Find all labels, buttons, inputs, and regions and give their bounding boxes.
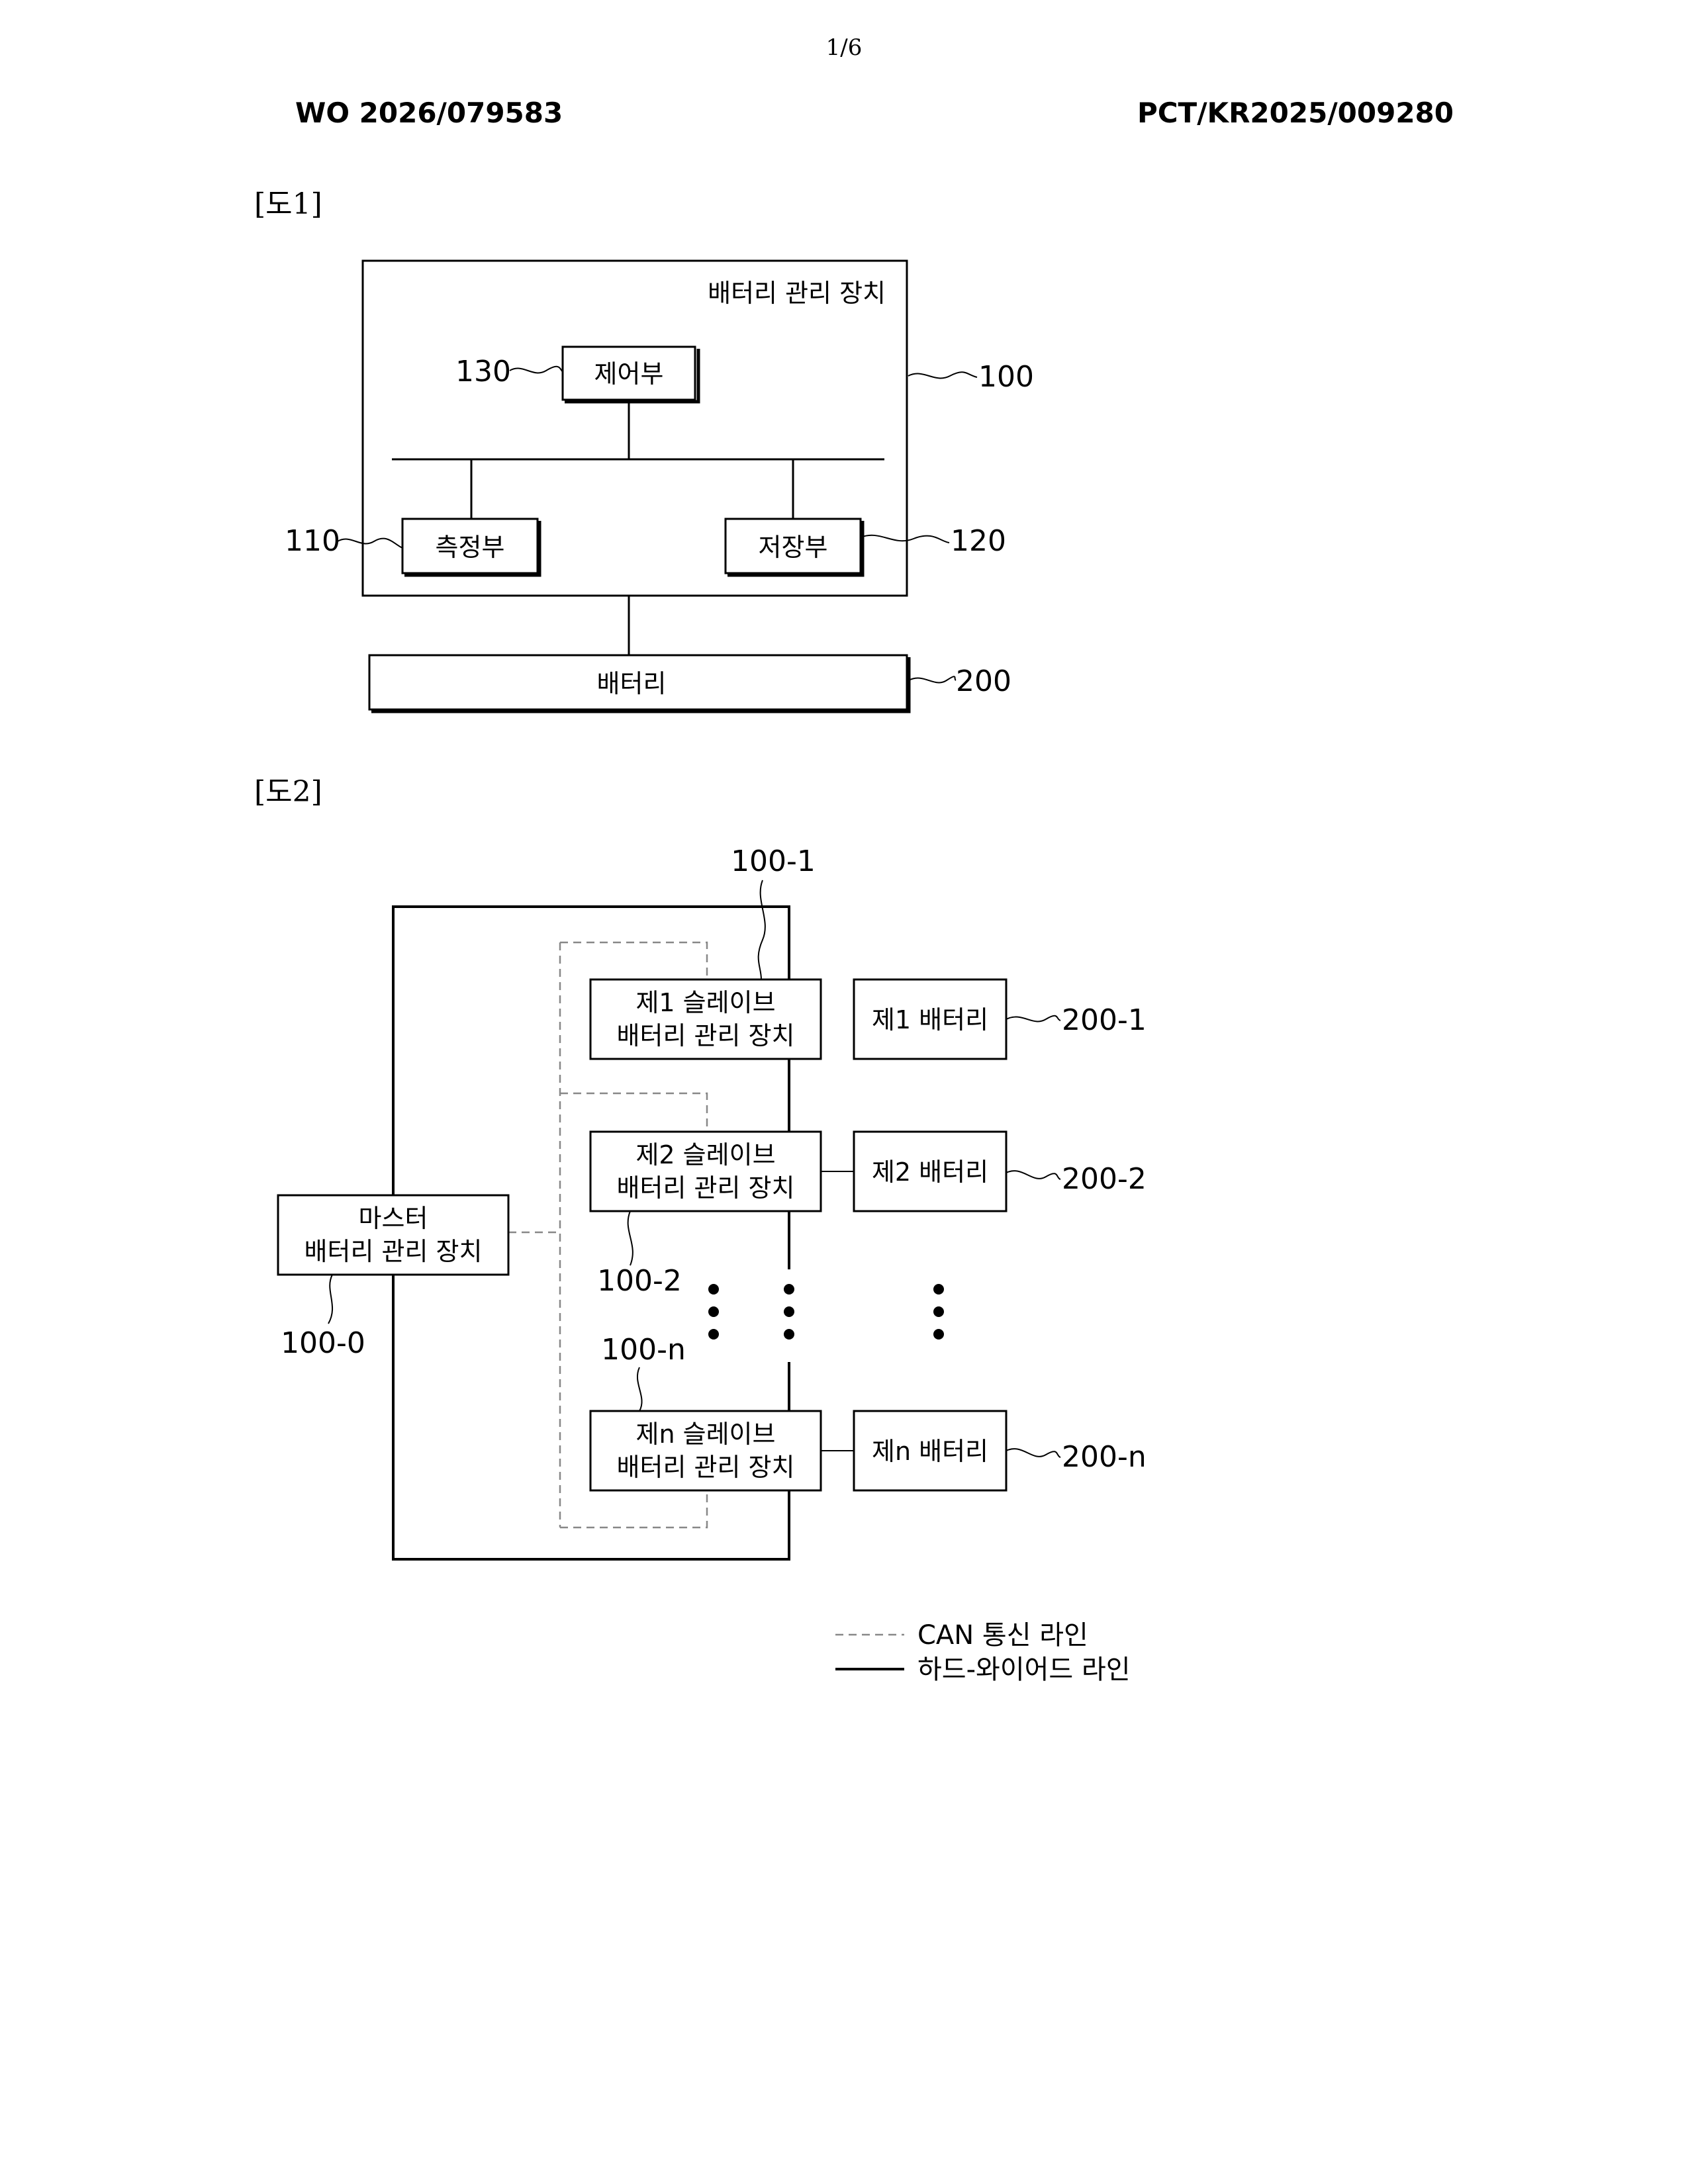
battery-1-label: 제1 배터리: [872, 1005, 988, 1034]
ref-120: 120: [951, 524, 1006, 558]
leader-100-0: [328, 1275, 332, 1324]
dot: [784, 1306, 794, 1317]
slave-n-line-2: 배터리 관리 장치: [617, 1453, 795, 1482]
master-line-1: 마스터: [359, 1204, 428, 1233]
ref-200-2: 200-2: [1062, 1162, 1147, 1196]
battery-label: 배터리: [597, 669, 667, 698]
measurement-unit-label: 측정부: [436, 533, 505, 562]
dot: [708, 1284, 719, 1295]
ref-130: 130: [455, 355, 511, 388]
slave-2-line-1: 제2 슬레이브: [635, 1140, 775, 1169]
ellipsis-dots: [708, 1284, 944, 1340]
dot: [933, 1329, 944, 1340]
slave-1-line-2: 배터리 관리 장치: [617, 1021, 795, 1050]
leader-100: [908, 372, 977, 378]
figure-1: 배터리 관리 장치 제어부 측정부 저장부 배터리 130 100 110 12…: [285, 261, 1034, 711]
leader-100-2: [628, 1211, 633, 1265]
ref-200: 200: [956, 664, 1011, 698]
legend-can-label: CAN 통신 라인: [917, 1620, 1088, 1651]
can-line-slave-1: [560, 942, 707, 978]
dot: [784, 1284, 794, 1295]
legend: CAN 통신 라인 하드-와이어드 라인: [835, 1620, 1131, 1685]
control-unit-label: 제어부: [594, 359, 664, 388]
leader-120: [861, 535, 949, 543]
dot: [784, 1329, 794, 1340]
dot: [708, 1329, 719, 1340]
ref-100: 100: [978, 360, 1034, 394]
slave-1-line-1: 제1 슬레이브: [635, 988, 775, 1017]
leader-100-1: [759, 880, 765, 979]
can-line-slave-n: [560, 1489, 707, 1527]
ref-100-0: 100-0: [281, 1326, 365, 1360]
figure-2: 마스터 배터리 관리 장치 제1 슬레이브 배터리 관리 장치 제2 슬레이브 …: [278, 844, 1147, 1685]
leader-200-1: [1006, 1016, 1060, 1022]
leader-200-2: [1006, 1171, 1060, 1179]
can-line-slave-2: [560, 1093, 707, 1130]
device-title: 배터리 관리 장치: [708, 279, 886, 308]
slave-n-line-1: 제n 슬레이브: [636, 1420, 776, 1449]
battery-2-label: 제2 배터리: [872, 1158, 988, 1187]
ref-200-1: 200-1: [1062, 1003, 1147, 1037]
leader-200: [909, 676, 956, 682]
ref-100-2: 100-2: [597, 1264, 682, 1298]
dot: [708, 1306, 719, 1317]
battery-n-label: 제n 배터리: [872, 1437, 988, 1466]
ref-100-1: 100-1: [731, 844, 816, 878]
master-line-2: 배터리 관리 장치: [305, 1237, 483, 1266]
leader-110: [338, 539, 402, 548]
ref-100-n: 100-n: [601, 1333, 686, 1367]
leader-200-n: [1006, 1449, 1060, 1457]
slave-2-line-2: 배터리 관리 장치: [617, 1173, 795, 1203]
ref-200-n: 200-n: [1062, 1440, 1147, 1474]
storage-unit-label: 저장부: [759, 533, 828, 562]
dot: [933, 1284, 944, 1295]
dot: [933, 1306, 944, 1317]
ref-110: 110: [285, 524, 340, 558]
leader-100-n: [637, 1367, 642, 1411]
leader-130: [510, 367, 563, 373]
legend-hardwired-label: 하드-와이어드 라인: [917, 1655, 1131, 1685]
